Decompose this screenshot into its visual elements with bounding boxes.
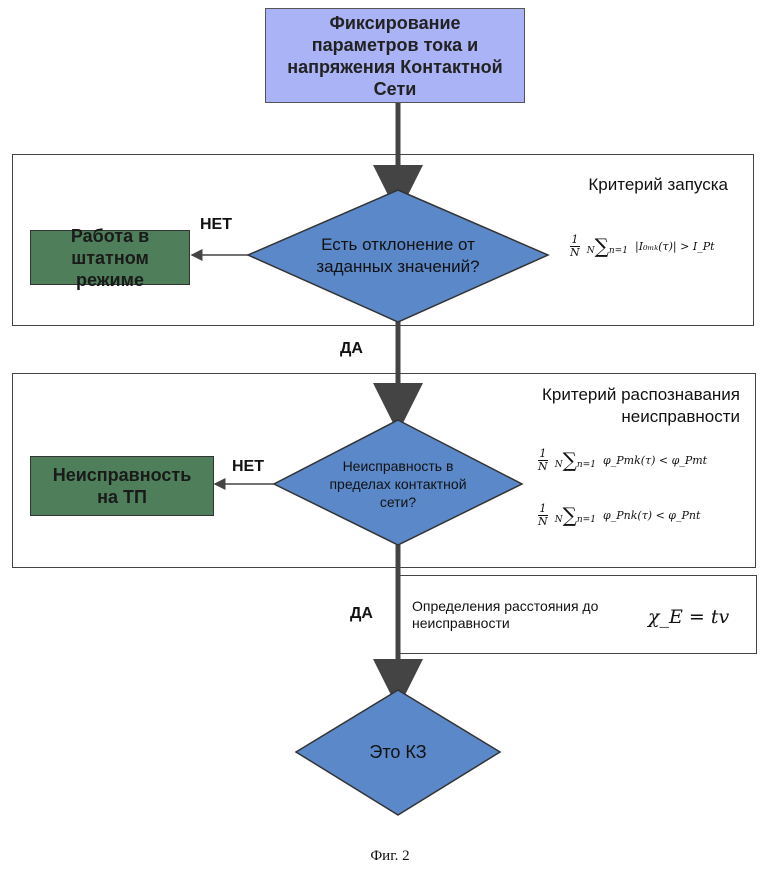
- terminal-kz-text: Это КЗ: [338, 738, 458, 766]
- normal-mode-box: Работа в штатном режиме: [30, 230, 190, 285]
- recog1-sum-bottom: n=1: [577, 460, 596, 470]
- start-process-box: Фиксирование параметров тока и напряжени…: [265, 8, 525, 103]
- normal-mode-text: Работа в штатном режиме: [40, 225, 180, 291]
- recog1-sum-sign: ∑: [563, 448, 577, 472]
- recog2-sum-bottom: n=1: [577, 515, 596, 525]
- launch-expr: |I₀ₘₖ(τ)| > I_Pt: [635, 240, 714, 253]
- no-label-2: НЕТ: [232, 458, 264, 476]
- fault-tp-text: Неисправность на ТП: [42, 464, 202, 508]
- launch-sum-sign: ∑: [595, 234, 609, 258]
- yes-label-2: ДА: [350, 605, 373, 623]
- recognition-formula-2: 1N N∑n=1 φ_Pnk(τ) < φ_Pnt: [538, 503, 700, 528]
- yes-label-1: ДА: [340, 340, 363, 358]
- distance-label: Определения расстояния до неисправности: [412, 598, 627, 632]
- launch-criterion-title: Критерий запуска: [588, 175, 728, 195]
- recognition-formula-1: 1N N∑n=1 φ_Pmk(τ) < φ_Pmt: [538, 448, 707, 473]
- fault-tp-box: Неисправность на ТП: [30, 456, 214, 516]
- launch-formula: 1N N∑n=1 |I₀ₘₖ(τ)| > I_Pt: [570, 234, 715, 259]
- distance-formula: χ_E = tv: [648, 606, 729, 628]
- no-label-1: НЕТ: [200, 216, 232, 234]
- decision-deviation-text: Есть отклонение от заданных значений?: [290, 228, 506, 284]
- launch-sum-top: N: [587, 246, 595, 256]
- recog2-sum-sign: ∑: [563, 503, 577, 527]
- recog2-frac-den: N: [538, 516, 548, 528]
- recog1-sum-top: N: [555, 460, 563, 470]
- decision-location-text: Неисправность в пределах контактной сети…: [318, 455, 478, 513]
- recog2-expr: φ_Pnk(τ) < φ_Pnt: [603, 509, 700, 522]
- start-process-text: Фиксирование параметров тока и напряжени…: [275, 12, 515, 100]
- recognition-criterion-title: Критерий распознавания неисправности: [480, 384, 740, 428]
- launch-frac-den: N: [570, 247, 580, 259]
- recog1-frac-den: N: [538, 461, 548, 473]
- recog2-sum-top: N: [555, 515, 563, 525]
- recog1-expr: φ_Pmk(τ) < φ_Pmt: [603, 454, 707, 467]
- figure-caption: Фиг. 2: [0, 848, 780, 865]
- launch-sum-bottom: n=1: [609, 246, 628, 256]
